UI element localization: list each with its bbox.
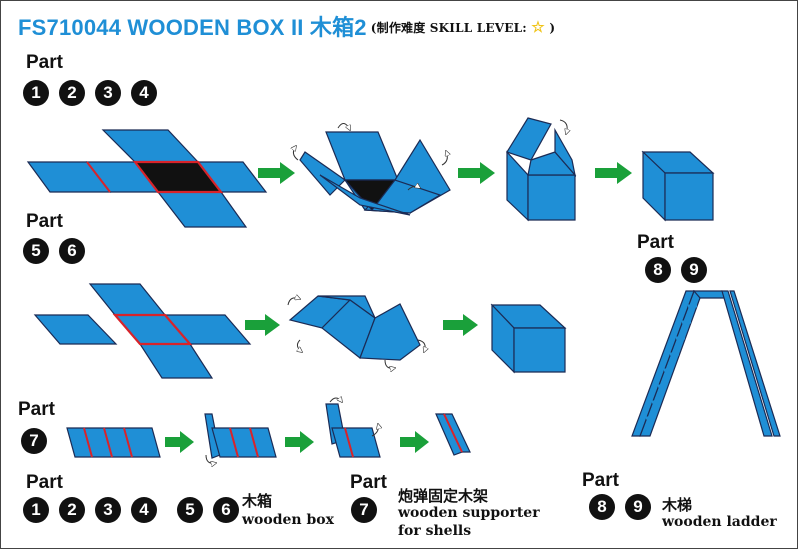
legend-ladder-part-label: Part (582, 470, 619, 491)
section-4-part-label: Part (637, 232, 674, 253)
arrow-right-icon (595, 162, 632, 184)
flat-net-2 (33, 283, 252, 379)
section-1-numbers: 1 2 3 4 (23, 80, 157, 106)
green-arrows-row-1 (258, 162, 632, 184)
strip-fold-2 (325, 403, 381, 458)
legend-supporter-en-1: wooden supporter (398, 505, 540, 521)
arrow-right-icon (165, 431, 194, 453)
folding-step-1 (299, 131, 451, 216)
closed-box-1 (641, 150, 715, 222)
ladder-rungs (646, 304, 697, 420)
legend-ladder-cn: 木梯 (662, 496, 693, 514)
fold-arrows-2 (287, 298, 425, 368)
legend-ladder-en: wooden ladder (662, 514, 777, 530)
open-box (506, 117, 577, 222)
arrow-right-icon (400, 431, 429, 453)
arrow-right-icon (245, 314, 280, 336)
legend-box-part-label: Part (26, 472, 63, 493)
part-number: 1 (23, 80, 49, 106)
flat-strips (66, 427, 161, 458)
closed-box-2 (490, 303, 567, 374)
legend-ladder-numbers: 8 9 (589, 494, 651, 520)
part-number: 9 (681, 257, 707, 283)
arrow-right-icon (285, 431, 314, 453)
page-title: FS710044 WOODEN BOX II 木箱2(制作难度 SKILL LE… (18, 10, 555, 42)
part-number: 6 (213, 497, 239, 523)
legend-box-en: wooden box (242, 512, 334, 528)
green-arrows-row-2 (245, 314, 478, 336)
section-2-part-label: Part (26, 211, 63, 232)
skill-level-label: (制作难度 SKILL LEVEL: (370, 21, 527, 35)
part-number: 4 (131, 497, 157, 523)
part-number: 5 (177, 497, 203, 523)
legend-box-numbers: 1 2 3 4 5 6 (23, 497, 239, 523)
strip-fold-1 (204, 413, 277, 459)
legend-box-cn: 木箱 (242, 492, 273, 510)
title-main: FS710044 WOODEN BOX II 木箱2 (18, 15, 367, 40)
arrow-right-icon (258, 162, 295, 184)
part-number: 6 (59, 238, 85, 264)
part-number: 8 (589, 494, 615, 520)
strip-final (435, 413, 471, 456)
folding-step-2 (288, 295, 421, 361)
section-1-part-label: Part (26, 52, 63, 73)
part-number: 1 (23, 497, 49, 523)
wooden-ladder (631, 289, 781, 437)
part-number: 4 (131, 80, 157, 106)
part-number: 3 (95, 497, 121, 523)
part-number: 7 (351, 497, 377, 523)
part-number: 5 (23, 238, 49, 264)
part-number: 8 (645, 257, 671, 283)
legend-supporter-en-2: for shells (398, 523, 472, 539)
section-3-part-label: Part (18, 399, 55, 420)
part-number: 7 (21, 428, 47, 454)
star-icon: ☆ (531, 18, 545, 36)
skill-level-end: ) (549, 21, 556, 35)
green-arrows-row-3 (165, 431, 429, 453)
section-4-numbers: 8 9 (645, 257, 707, 283)
legend-supporter-part-label: Part (350, 472, 387, 493)
arrow-right-icon (458, 162, 495, 184)
part-number: 2 (59, 80, 85, 106)
flat-net-1 (26, 129, 268, 228)
part-number: 9 (625, 494, 651, 520)
part-number: 3 (95, 80, 121, 106)
legend-supporter-cn: 炮弹固定木架 (398, 487, 489, 505)
section-3-numbers: 7 (21, 428, 47, 454)
legend-supporter-numbers: 7 (351, 497, 377, 523)
arrow-right-icon (443, 314, 478, 336)
fold-arrows-1 (293, 123, 447, 191)
part-number: 2 (59, 497, 85, 523)
skill-level: (制作难度 SKILL LEVEL: ☆ ) (370, 18, 556, 36)
section-2-numbers: 5 6 (23, 238, 85, 264)
